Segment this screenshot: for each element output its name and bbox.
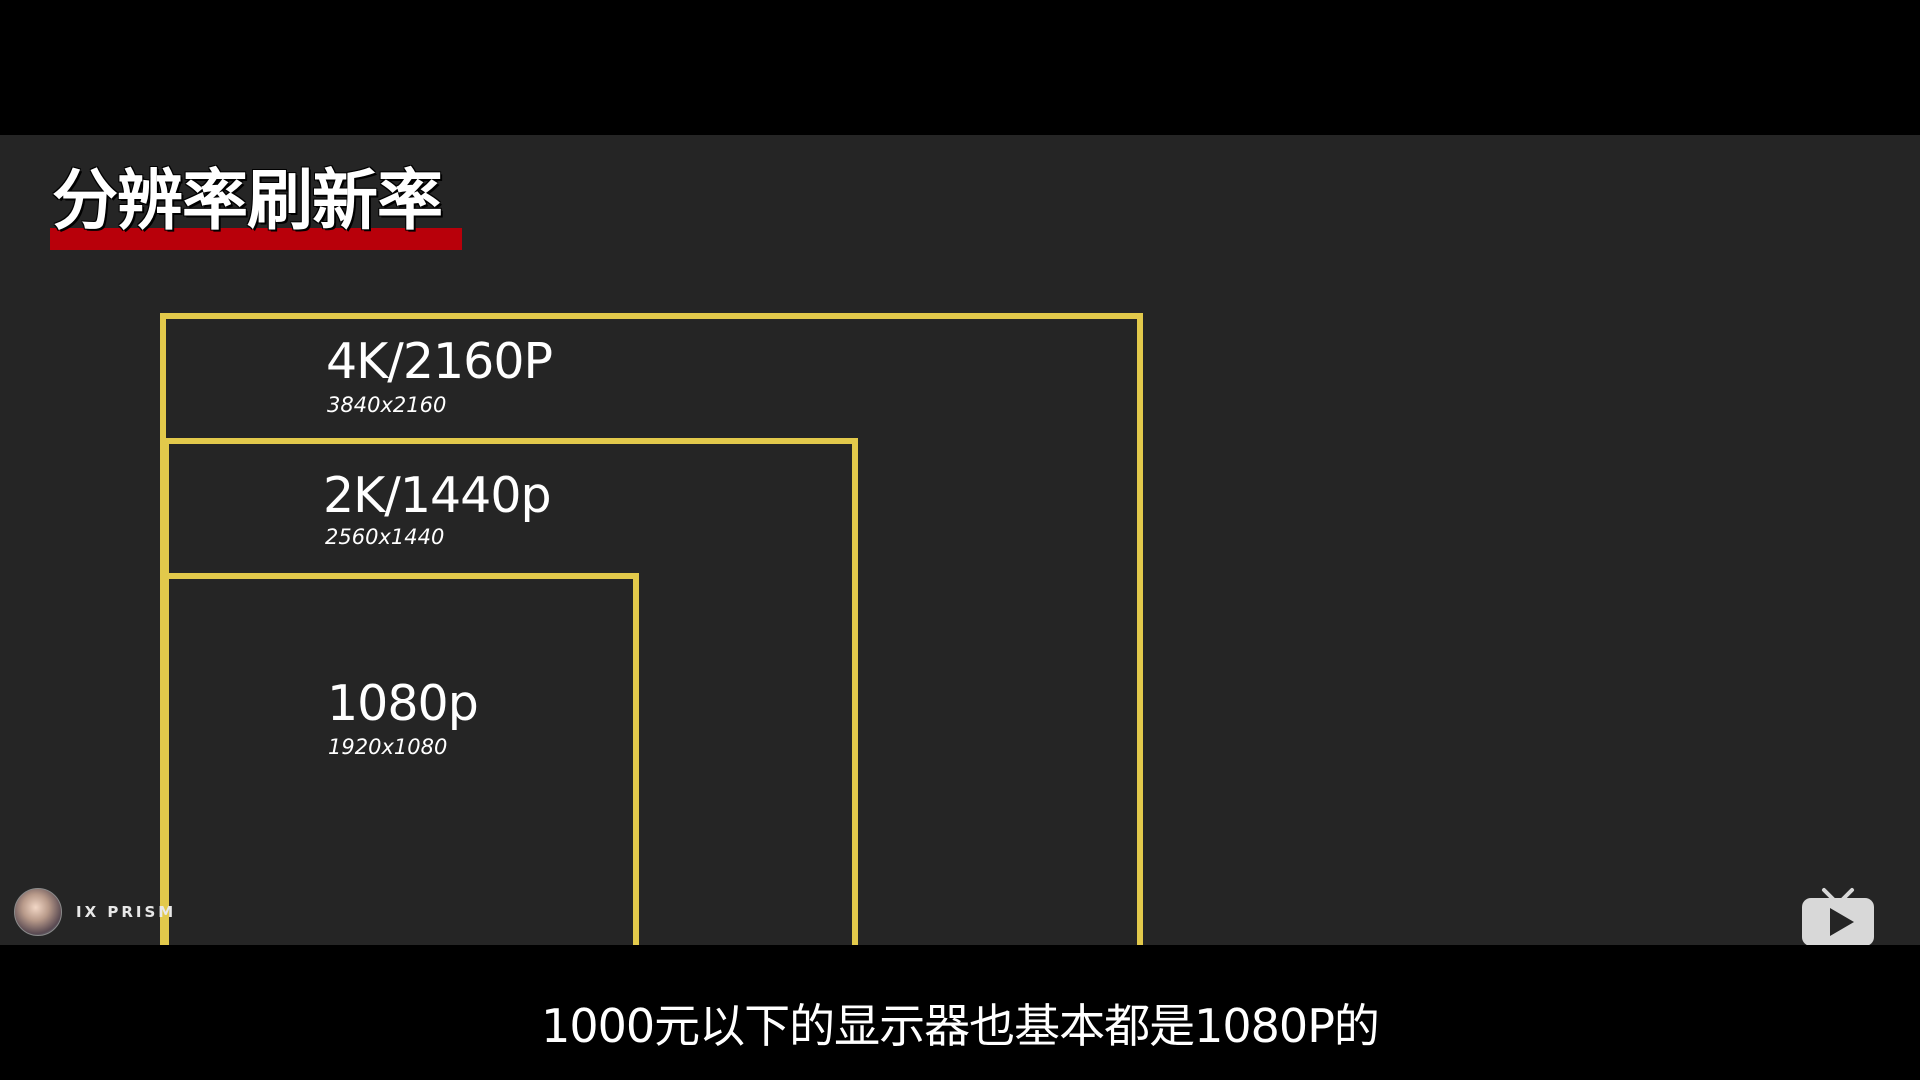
label-1080p-name: 1080p [327,675,479,732]
channel-name: IX PRISM [76,903,177,921]
box-1080p [163,573,639,999]
label-1080p-dimensions: 1920x1080 [328,735,448,759]
tv-play-icon [1800,886,1876,950]
label-2k-dimensions: 2560x1440 [325,525,445,549]
video-frame[interactable]: 分辨率刷新率 4K/2160P 3840x2160 2K/1440p 2560x… [0,135,1920,999]
channel-watermark: IX PRISM [14,888,176,936]
label-4k-dimensions: 3840x2160 [327,393,447,417]
title-text: 分辨率刷新率 [52,162,443,239]
tv-play-icon-svg [1802,888,1874,948]
letterbox-top [0,0,1920,135]
label-2k-name: 2K/1440p [323,467,552,524]
title-highlight-bar [50,228,462,250]
subtitle-caption: 1000元以下的显示器也基本都是1080P的 [541,999,1380,1053]
letterbox-bottom [0,945,1920,1080]
avatar [14,888,62,936]
slide-title: 分辨率刷新率 [50,160,462,270]
label-4k-name: 4K/2160P [326,333,553,390]
